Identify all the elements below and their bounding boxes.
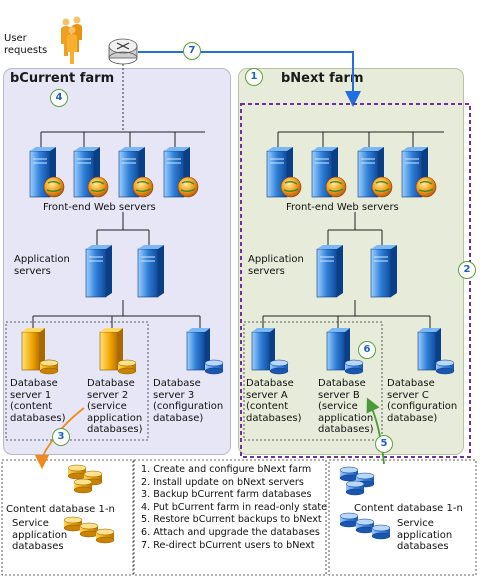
bnext-app-servers-label: Application servers <box>248 254 304 277</box>
redirect-arrow <box>138 51 361 107</box>
step-marker-5: 5 <box>375 435 393 453</box>
db-server-2-label: Database server 2 (service application d… <box>87 378 143 435</box>
step-4: 4. Put bCurrent farm in read-only state <box>141 501 327 513</box>
step-marker-4: 4 <box>50 89 68 107</box>
backup-content-db-label: Content database 1-n <box>6 504 115 515</box>
backup-service-db-icon <box>63 516 115 544</box>
step-marker-3: 3 <box>52 428 70 446</box>
step-marker-1: 1 <box>245 68 263 86</box>
step-3: 3. Backup bCurrent farm databases <box>141 489 312 501</box>
steps-list: 1. Create and configure bNext farm 2. In… <box>141 464 327 552</box>
bcurrent-db-servers <box>21 328 224 375</box>
bcurrent-app-servers <box>85 245 164 298</box>
backup-content-db-icon <box>67 464 103 494</box>
update-boundary <box>240 103 471 458</box>
bcurrent-db-group <box>5 321 149 441</box>
db-server-a-label: Database server A (content databases) <box>246 378 302 424</box>
db-server-3-label: Database server 3 (configuration databas… <box>153 378 224 424</box>
router-icon <box>108 38 138 65</box>
step-5: 5. Restore bCurrent backups to bNext <box>141 514 322 526</box>
step-marker-7: 7 <box>183 42 201 60</box>
user-requests-label: User requests <box>4 33 48 56</box>
backup-service-db-label: Service application databases <box>12 518 68 552</box>
step-6: 6. Attach and upgrade the databases <box>141 526 320 538</box>
steps-box <box>133 459 327 576</box>
restore-service-db-label: Service application databases <box>397 518 453 552</box>
restore-content-db-label: Content database 1-n <box>354 503 463 514</box>
backup-arrow <box>34 407 85 470</box>
bnext-db-group <box>243 321 383 441</box>
bnext-farm-title: bNext farm <box>281 71 364 86</box>
db-server-1-label: Database server 1 (content databases) <box>10 378 66 424</box>
restore-content-db-icon <box>339 466 375 496</box>
db-server-b-label: Database server B (service application d… <box>318 378 374 435</box>
attach-arrow <box>366 397 385 465</box>
users-icon <box>61 16 82 64</box>
step-7: 7. Re-direct bCurrent users to bNext <box>141 539 315 551</box>
bnext-web-servers <box>266 147 437 198</box>
step-marker-6: 6 <box>358 341 376 359</box>
restore-service-db-icon <box>339 512 391 540</box>
bcurrent-web-servers <box>29 147 199 198</box>
db-server-c-label: Database server C (configuration databas… <box>387 378 458 424</box>
bcurrent-app-servers-label: Application servers <box>14 254 70 277</box>
bcurrent-front-end-label: Front-end Web servers <box>43 202 156 213</box>
bnext-db-servers <box>251 328 455 375</box>
bcurrent-farm-title: bCurrent farm <box>10 71 115 86</box>
bnext-app-servers <box>316 245 397 298</box>
step-1: 1. Create and configure bNext farm <box>141 464 312 475</box>
step-marker-2: 2 <box>458 261 476 279</box>
step-2: 2. Install update on bNext servers <box>141 476 304 488</box>
bnext-front-end-label: Front-end Web servers <box>286 202 399 213</box>
